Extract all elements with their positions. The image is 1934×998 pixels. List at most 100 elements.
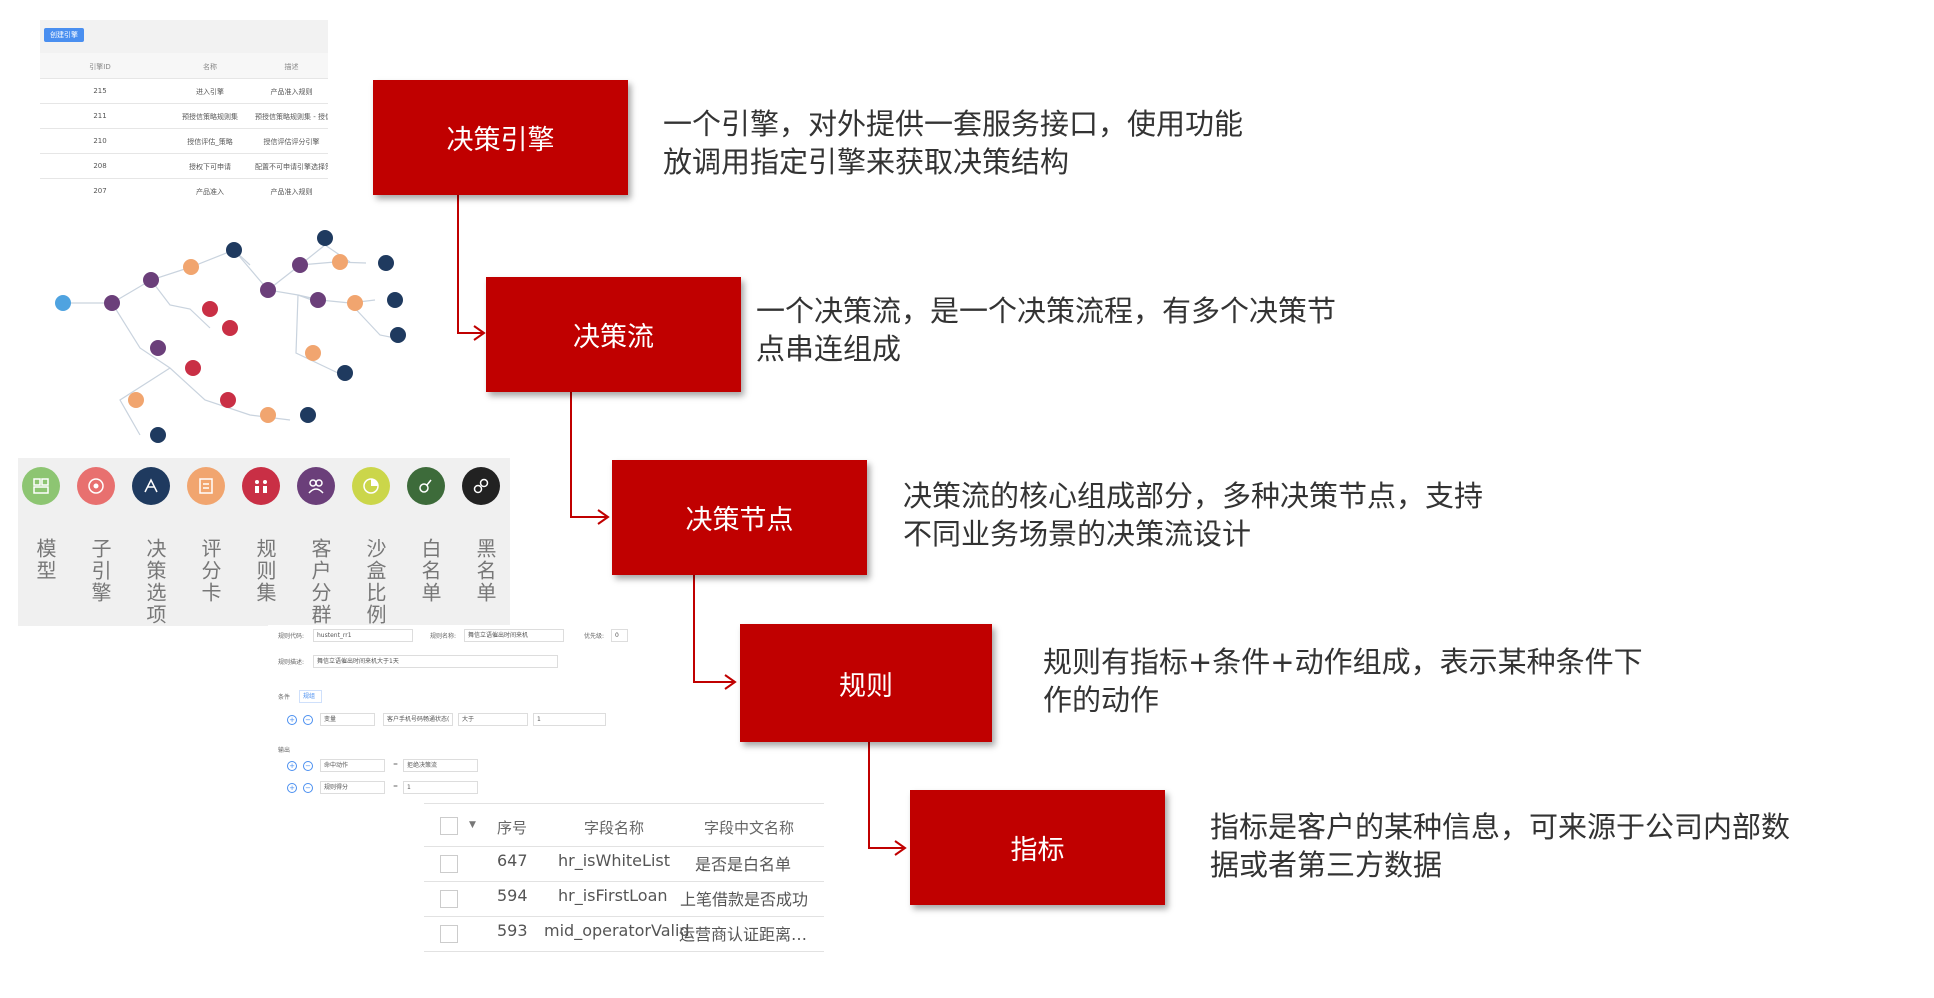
node-type-label: 规则集 bbox=[253, 538, 277, 604]
decision-option-icon[interactable] bbox=[132, 467, 170, 505]
description-line: 不同业务场景的决策流设计 bbox=[903, 517, 1252, 551]
rule-code-label: 规则代码: bbox=[278, 633, 305, 640]
engine-id: 208 bbox=[93, 162, 107, 170]
rule-name-label: 规则名称: bbox=[430, 633, 457, 640]
arrowhead bbox=[894, 840, 907, 856]
divider bbox=[424, 916, 824, 917]
rule-desc-field[interactable]: 舞信立语催出时间来机大于1天 bbox=[313, 655, 558, 668]
arrowhead bbox=[724, 674, 737, 690]
node-type-label: 客户分群 bbox=[308, 538, 332, 626]
scorecard-icon[interactable] bbox=[187, 467, 225, 505]
column-header-field-cn-name[interactable]: 字段中文名称 bbox=[704, 819, 795, 837]
decision-flow-description: 一个决策流，是一个决策流程，有多个决策节 点串连组成 bbox=[756, 292, 1336, 368]
decision-flow-box: 决策流 bbox=[486, 277, 741, 392]
condition-field-select[interactable]: 客户手机号码畅通状态( bbox=[383, 713, 453, 726]
condition-tab[interactable]: 规组 bbox=[299, 690, 322, 703]
field-name: hr_isWhiteList bbox=[558, 851, 670, 870]
connector-engine-to-flow bbox=[457, 195, 482, 334]
table-row[interactable]: 210 授信评估_策略 授信评估评分引擎 bbox=[40, 128, 328, 154]
create-engine-button[interactable]: 创建引擎 bbox=[44, 28, 84, 42]
add-icon[interactable]: + bbox=[287, 715, 297, 725]
model-icon[interactable] bbox=[22, 467, 60, 505]
description-line: 决策流的核心组成部分，多种决策节点，支持 bbox=[903, 479, 1484, 513]
output-value-field[interactable]: 1 bbox=[403, 781, 478, 794]
sandbox-icon[interactable] bbox=[352, 467, 390, 505]
priority-field[interactable]: 0 bbox=[611, 629, 628, 642]
decision-flow-graph-thumbnail bbox=[55, 230, 406, 443]
engine-id: 211 bbox=[93, 112, 107, 120]
rule-description: 规则有指标+条件+动作组成，表示某种条件下 作的动作 bbox=[1043, 643, 1643, 719]
connector-node-to-rule bbox=[693, 575, 733, 683]
engine-desc: 产品准入规则 bbox=[270, 188, 313, 196]
decision-engine-box: 决策引擎 bbox=[373, 80, 628, 195]
metric-description: 指标是客户的某种信息，可来源于公司内部数 据或者第三方数据 bbox=[1210, 808, 1790, 884]
node-type-label: 子引擎 bbox=[88, 538, 112, 604]
select-all-checkbox[interactable] bbox=[440, 817, 458, 835]
description-line: 据或者第三方数据 bbox=[1210, 848, 1443, 882]
remove-icon[interactable]: − bbox=[303, 715, 313, 725]
rule-box: 规则 bbox=[740, 624, 992, 742]
node-type-label: 决策选项 bbox=[143, 538, 167, 626]
condition-value-field[interactable]: 1 bbox=[533, 713, 606, 726]
engine-id: 207 bbox=[93, 187, 107, 195]
output-key-field[interactable]: 命中动作 bbox=[320, 759, 385, 772]
engine-name: 授信评估_策略 bbox=[187, 138, 233, 146]
engine-name: 授权下可申请 bbox=[189, 163, 231, 171]
engine-id: 210 bbox=[93, 137, 107, 145]
remove-icon[interactable]: − bbox=[303, 783, 313, 793]
description-line: 作的动作 bbox=[1043, 683, 1160, 717]
sub-engine-icon[interactable] bbox=[77, 467, 115, 505]
whitelist-icon[interactable] bbox=[407, 467, 445, 505]
engine-name: 预授信策略规则集 bbox=[182, 113, 238, 121]
engine-desc: 预授信策略规则集 - 授信金额节 bbox=[255, 113, 328, 121]
description-line: 点串连组成 bbox=[756, 332, 902, 366]
column-header-index[interactable]: 序号 bbox=[497, 819, 528, 837]
node-type-label: 模型 bbox=[33, 538, 57, 582]
output-key-field[interactable]: 规则得分 bbox=[320, 781, 385, 794]
equals-sign: = bbox=[393, 761, 399, 768]
equals-sign: = bbox=[393, 783, 399, 790]
connector-flow-to-node bbox=[570, 392, 606, 518]
engine-header-desc: 描述 bbox=[284, 63, 299, 71]
description-line: 放调用指定引擎来获取决策结构 bbox=[663, 145, 1070, 179]
rule-form-thumbnail: 规则代码: hustent_rr1 规则名称: 舞信立语催出时间来机 优先级: … bbox=[268, 625, 630, 805]
table-row[interactable]: 211 预授信策略规则集 预授信策略规则集 - 授信金额节 bbox=[40, 103, 328, 129]
column-header-field-name[interactable]: 字段名称 bbox=[584, 819, 645, 837]
rule-desc-label: 规则描述: bbox=[278, 659, 305, 666]
divider bbox=[424, 951, 824, 952]
node-type-label: 评分卡 bbox=[198, 538, 222, 604]
output-value-field[interactable]: 拒绝决策流 bbox=[403, 759, 478, 772]
row-checkbox[interactable] bbox=[440, 890, 458, 908]
row-checkbox[interactable] bbox=[440, 855, 458, 873]
arrowhead bbox=[597, 509, 610, 525]
blacklist-icon[interactable] bbox=[462, 467, 500, 505]
decision-engine-description: 一个引擎，对外提供一套服务接口，使用功能 放调用指定引擎来获取决策结构 bbox=[663, 105, 1243, 181]
field-name: mid_operatorValid bbox=[544, 921, 690, 940]
sort-caret-icon[interactable]: ▼ bbox=[469, 820, 476, 830]
output-label: 输出 bbox=[278, 747, 291, 754]
rule-code-field[interactable]: hustent_rr1 bbox=[313, 629, 413, 642]
row-checkbox[interactable] bbox=[440, 925, 458, 943]
condition-variable-field[interactable]: 变量 bbox=[320, 713, 375, 726]
ruleset-icon[interactable] bbox=[242, 467, 280, 505]
engine-desc: 授信评估评分引擎 bbox=[263, 138, 320, 146]
description-line: 规则有指标+条件+动作组成，表示某种条件下 bbox=[1043, 645, 1643, 679]
engine-table-header: 引擎ID 名称 描述 bbox=[40, 53, 328, 79]
node-type-label: 白名单 bbox=[418, 538, 442, 604]
customer-group-icon[interactable] bbox=[297, 467, 335, 505]
add-icon[interactable]: + bbox=[287, 783, 297, 793]
table-row[interactable]: 215 进入引擎 产品准入规则 bbox=[40, 78, 328, 104]
engine-id: 215 bbox=[93, 87, 107, 95]
field-cn-name: 运营商认证距离… bbox=[679, 925, 808, 944]
condition-operator-select[interactable]: 大于 bbox=[458, 713, 528, 726]
node-type-label: 沙盒比例 bbox=[363, 538, 387, 626]
add-icon[interactable]: + bbox=[287, 761, 297, 771]
remove-icon[interactable]: − bbox=[303, 761, 313, 771]
table-row[interactable]: 207 产品准入 产品准入规则 bbox=[40, 178, 328, 203]
rule-name-field[interactable]: 舞信立语催出时间来机 bbox=[464, 629, 564, 642]
field-name: hr_isFirstLoan bbox=[558, 886, 668, 905]
table-row[interactable]: 208 授权下可申请 配置不可申请引擎选择策略 bbox=[40, 153, 328, 179]
description-line: 指标是客户的某种信息，可来源于公司内部数 bbox=[1210, 810, 1791, 844]
engine-desc: 配置不可申请引擎选择策略 bbox=[255, 163, 328, 171]
